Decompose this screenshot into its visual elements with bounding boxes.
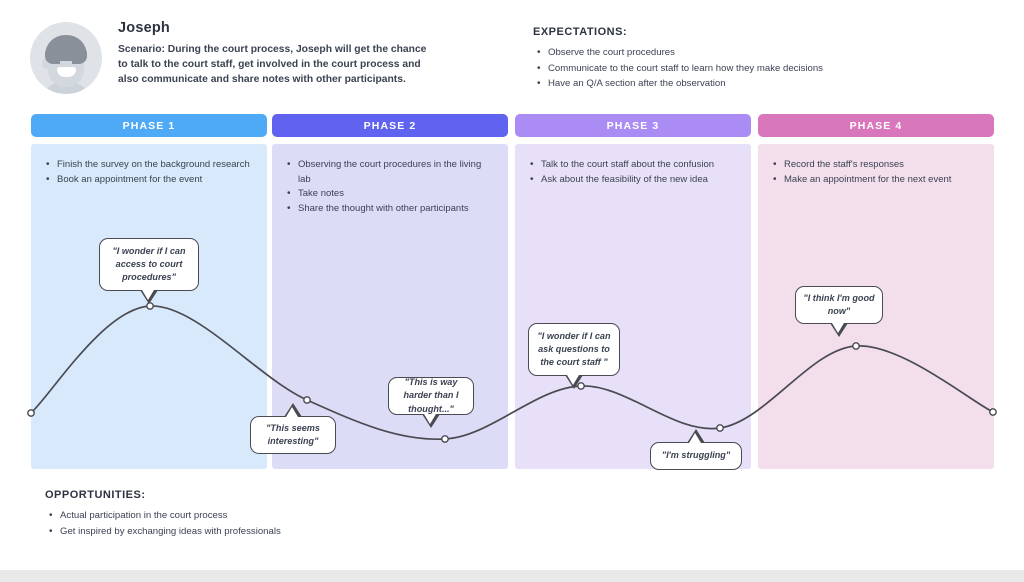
persona-scenario: Scenario: During the court process, Jose… <box>118 44 427 86</box>
quote-text: "I think I'm good now" <box>803 292 875 316</box>
phase-header-1[interactable]: PHASE 1 <box>31 114 267 137</box>
list-item: Record the staff's responses <box>773 158 980 173</box>
curve-node <box>989 408 997 416</box>
bubble-tail-fill <box>424 414 437 424</box>
list-item: Actual participation in the court proces… <box>49 508 545 524</box>
quote-text: "I wonder if I can access to court proce… <box>112 245 186 283</box>
bubble-tail-fill <box>567 375 580 385</box>
quote-bubble-5: "I'm struggling" <box>650 429 742 470</box>
emotion-curve-line <box>30 305 994 441</box>
list-item: Ask about the feasibility of the new ide… <box>530 173 737 188</box>
phase-body-3: Talk to the court staff about the confus… <box>515 144 751 469</box>
quote-text: "This seems interesting" <box>266 422 320 446</box>
quote-bubble-2: "This seems interesting" <box>250 403 336 454</box>
phase-task-list-3: Talk to the court staff about the confus… <box>515 144 751 187</box>
list-item: Communicate to the court staff to learn … <box>537 61 953 77</box>
list-item: Observe the court procedures <box>537 45 953 61</box>
curve-node <box>27 409 35 417</box>
quote-text: "I wonder if I can ask questions to the … <box>537 330 611 368</box>
list-item: Finish the survey on the background rese… <box>46 158 253 173</box>
quote-bubble-1: "I wonder if I can access to court proce… <box>99 238 199 304</box>
phase-column-2: PHASE 2 Observing the court procedures i… <box>272 114 508 469</box>
persona-name: Joseph <box>118 20 170 36</box>
phase-header-3[interactable]: PHASE 3 <box>515 114 751 137</box>
opportunities-list: Actual participation in the court proces… <box>45 508 545 539</box>
list-item: Share the thought with other participant… <box>287 202 494 217</box>
phase-column-3: PHASE 3 Talk to the court staff about th… <box>515 114 751 469</box>
phase-body-2: Observing the court procedures in the li… <box>272 144 508 469</box>
quote-text: "I'm struggling" <box>661 450 731 461</box>
bubble-tail-fill <box>832 323 845 333</box>
user-avatar-icon <box>30 22 102 94</box>
opportunities-block: OPPORTUNITIES: Actual participation in t… <box>45 489 545 539</box>
quote-text: "This is way harder than I thought..." <box>403 377 459 414</box>
phase-header-4[interactable]: PHASE 4 <box>758 114 994 137</box>
persona-block: Joseph Scenario: During the court proces… <box>30 20 500 110</box>
phase-task-list-1: Finish the survey on the background rese… <box>31 144 267 187</box>
bubble-tail-fill <box>689 433 702 443</box>
bubble-tail-fill <box>286 407 299 417</box>
curve-node <box>441 435 449 443</box>
expectations-list: Observe the court procedures Communicate… <box>533 45 953 92</box>
opportunities-title: OPPORTUNITIES: <box>45 489 146 501</box>
list-item: Have an Q/A section after the observatio… <box>537 76 953 92</box>
list-item: Take notes <box>287 187 494 202</box>
list-item: Talk to the court staff about the confus… <box>530 158 737 173</box>
quote-bubble-3: "This is way harder than I thought..." <box>388 377 474 428</box>
journey-map-canvas: Joseph Scenario: During the court proces… <box>0 0 1024 570</box>
quote-bubble-6: "I think I'm good now" <box>795 286 883 337</box>
quote-bubble-4: "I wonder if I can ask questions to the … <box>528 323 620 389</box>
phase-header-2[interactable]: PHASE 2 <box>272 114 508 137</box>
phase-task-list-2: Observing the court procedures in the li… <box>272 144 508 216</box>
phase-task-list-4: Record the staff's responses Make an app… <box>758 144 994 187</box>
curve-node <box>716 424 724 432</box>
list-item: Observing the court procedures in the li… <box>287 158 494 187</box>
list-item: Make an appointment for the next event <box>773 173 980 188</box>
list-item: Get inspired by exchanging ideas with pr… <box>49 524 545 540</box>
bubble-tail-fill <box>142 290 155 300</box>
expectations-block: EXPECTATIONS: Observe the court procedur… <box>533 26 953 92</box>
list-item: Book an appointment for the event <box>46 173 253 188</box>
expectations-title: EXPECTATIONS: <box>533 26 628 38</box>
curve-node <box>852 342 860 350</box>
curve-node <box>303 396 311 404</box>
